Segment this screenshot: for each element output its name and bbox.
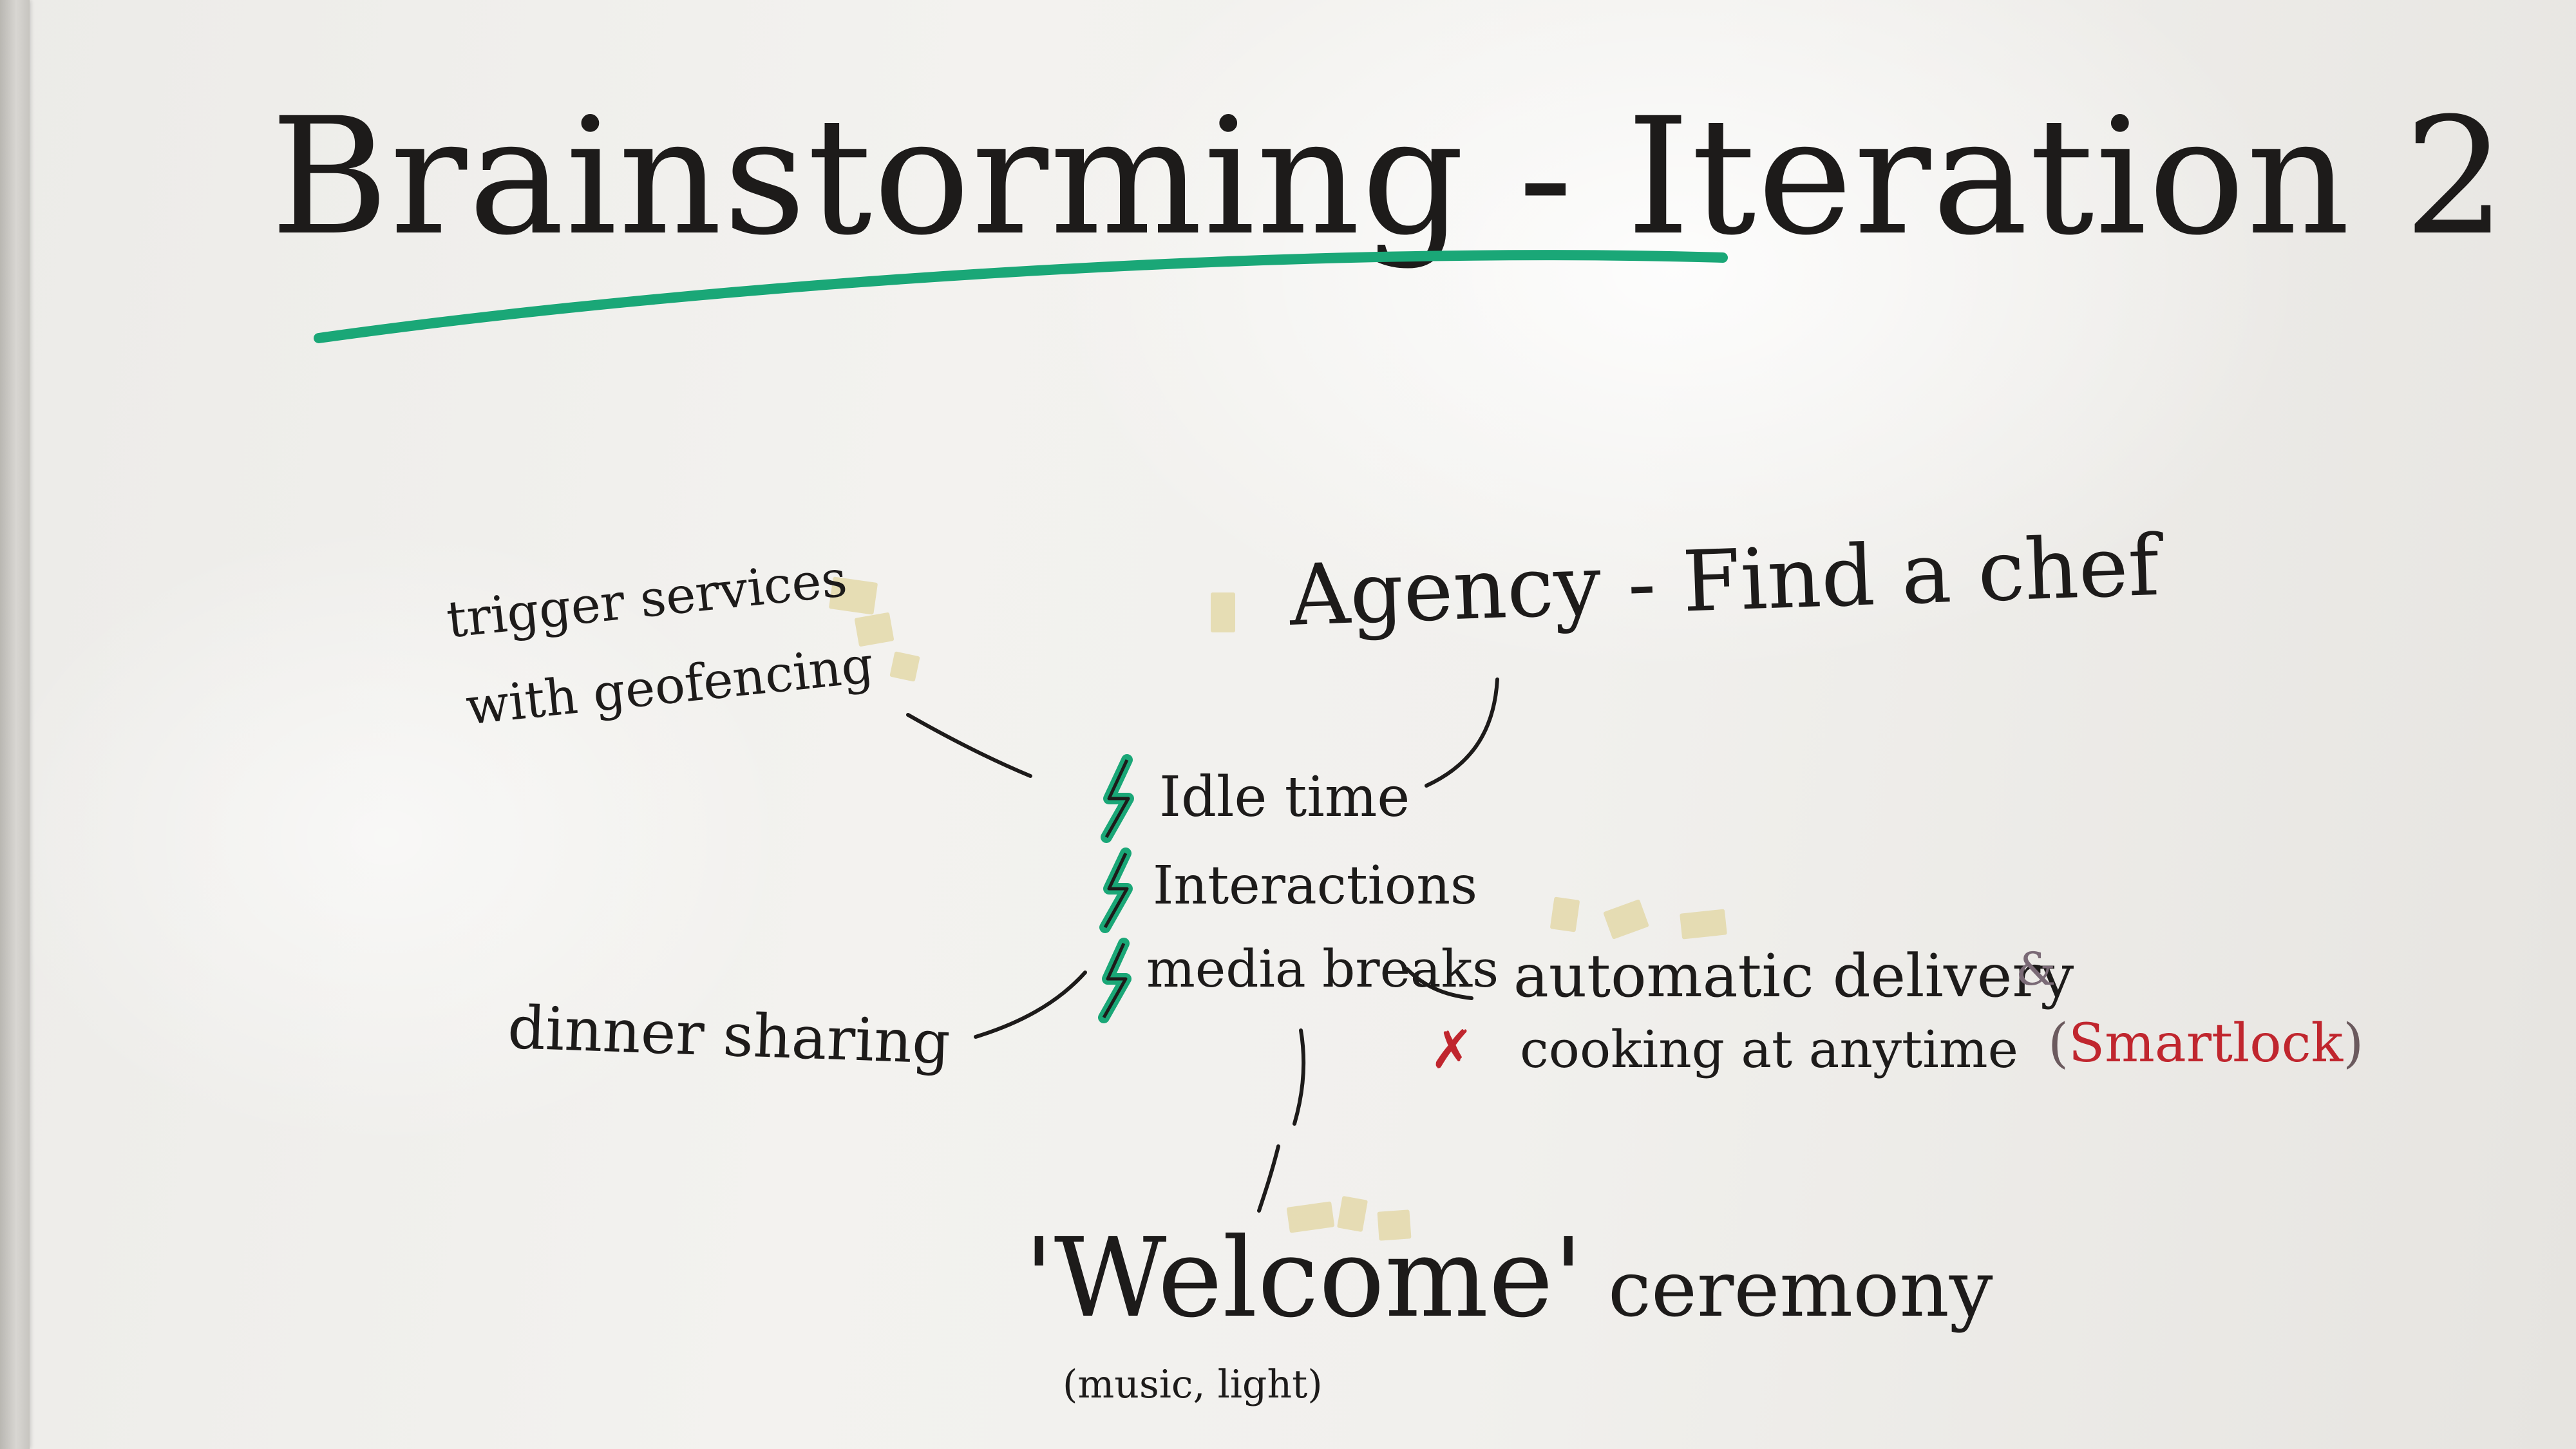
red-cross-mark: ✗ [1430, 1019, 1474, 1081]
smartlock-label: Smartlock [2069, 1013, 2344, 1074]
idea-smartlock: (Smartlock) [2048, 1018, 2363, 1070]
connector-delivery [1405, 967, 1473, 1000]
idea-delivery-ampersand: & [2016, 943, 2056, 996]
tape-piece [1211, 592, 1235, 632]
lightning-bolt-icon [1101, 754, 1134, 843]
board-title: Brainstorming - Iteration 2 [270, 83, 2508, 270]
center-item-interactions: Interactions [1153, 855, 1478, 916]
lightning-bolt-icon [1099, 848, 1133, 933]
whiteboard-frame [0, 0, 30, 1449]
center-item-idle-time: Idle time [1159, 765, 1410, 829]
center-item-media-breaks: media breaks [1146, 939, 1499, 999]
lightning-bolt-icon [1098, 938, 1132, 1023]
title-underline [314, 250, 1728, 343]
welcome-word: 'Welcome' [1024, 1215, 1584, 1342]
idea-welcome-note: (music, light) [1063, 1362, 1323, 1407]
connector-welcome-lower [1257, 1144, 1280, 1213]
connector-dinner [974, 971, 1087, 1039]
connector-agency [1425, 677, 1499, 788]
idea-welcome-ceremony: 'Welcome' ceremony [1024, 1224, 1993, 1333]
idea-automatic-delivery: automatic delivery [1513, 942, 2074, 1010]
smartlock-open-paren: ( [2048, 1013, 2069, 1074]
smartlock-close-paren: ) [2343, 1013, 2364, 1074]
ceremony-word: ceremony [1583, 1245, 1993, 1334]
idea-cooking-anytime: cooking at anytime [1520, 1019, 2018, 1079]
connector-trigger [906, 713, 1032, 778]
connector-welcome-upper [1293, 1028, 1306, 1126]
